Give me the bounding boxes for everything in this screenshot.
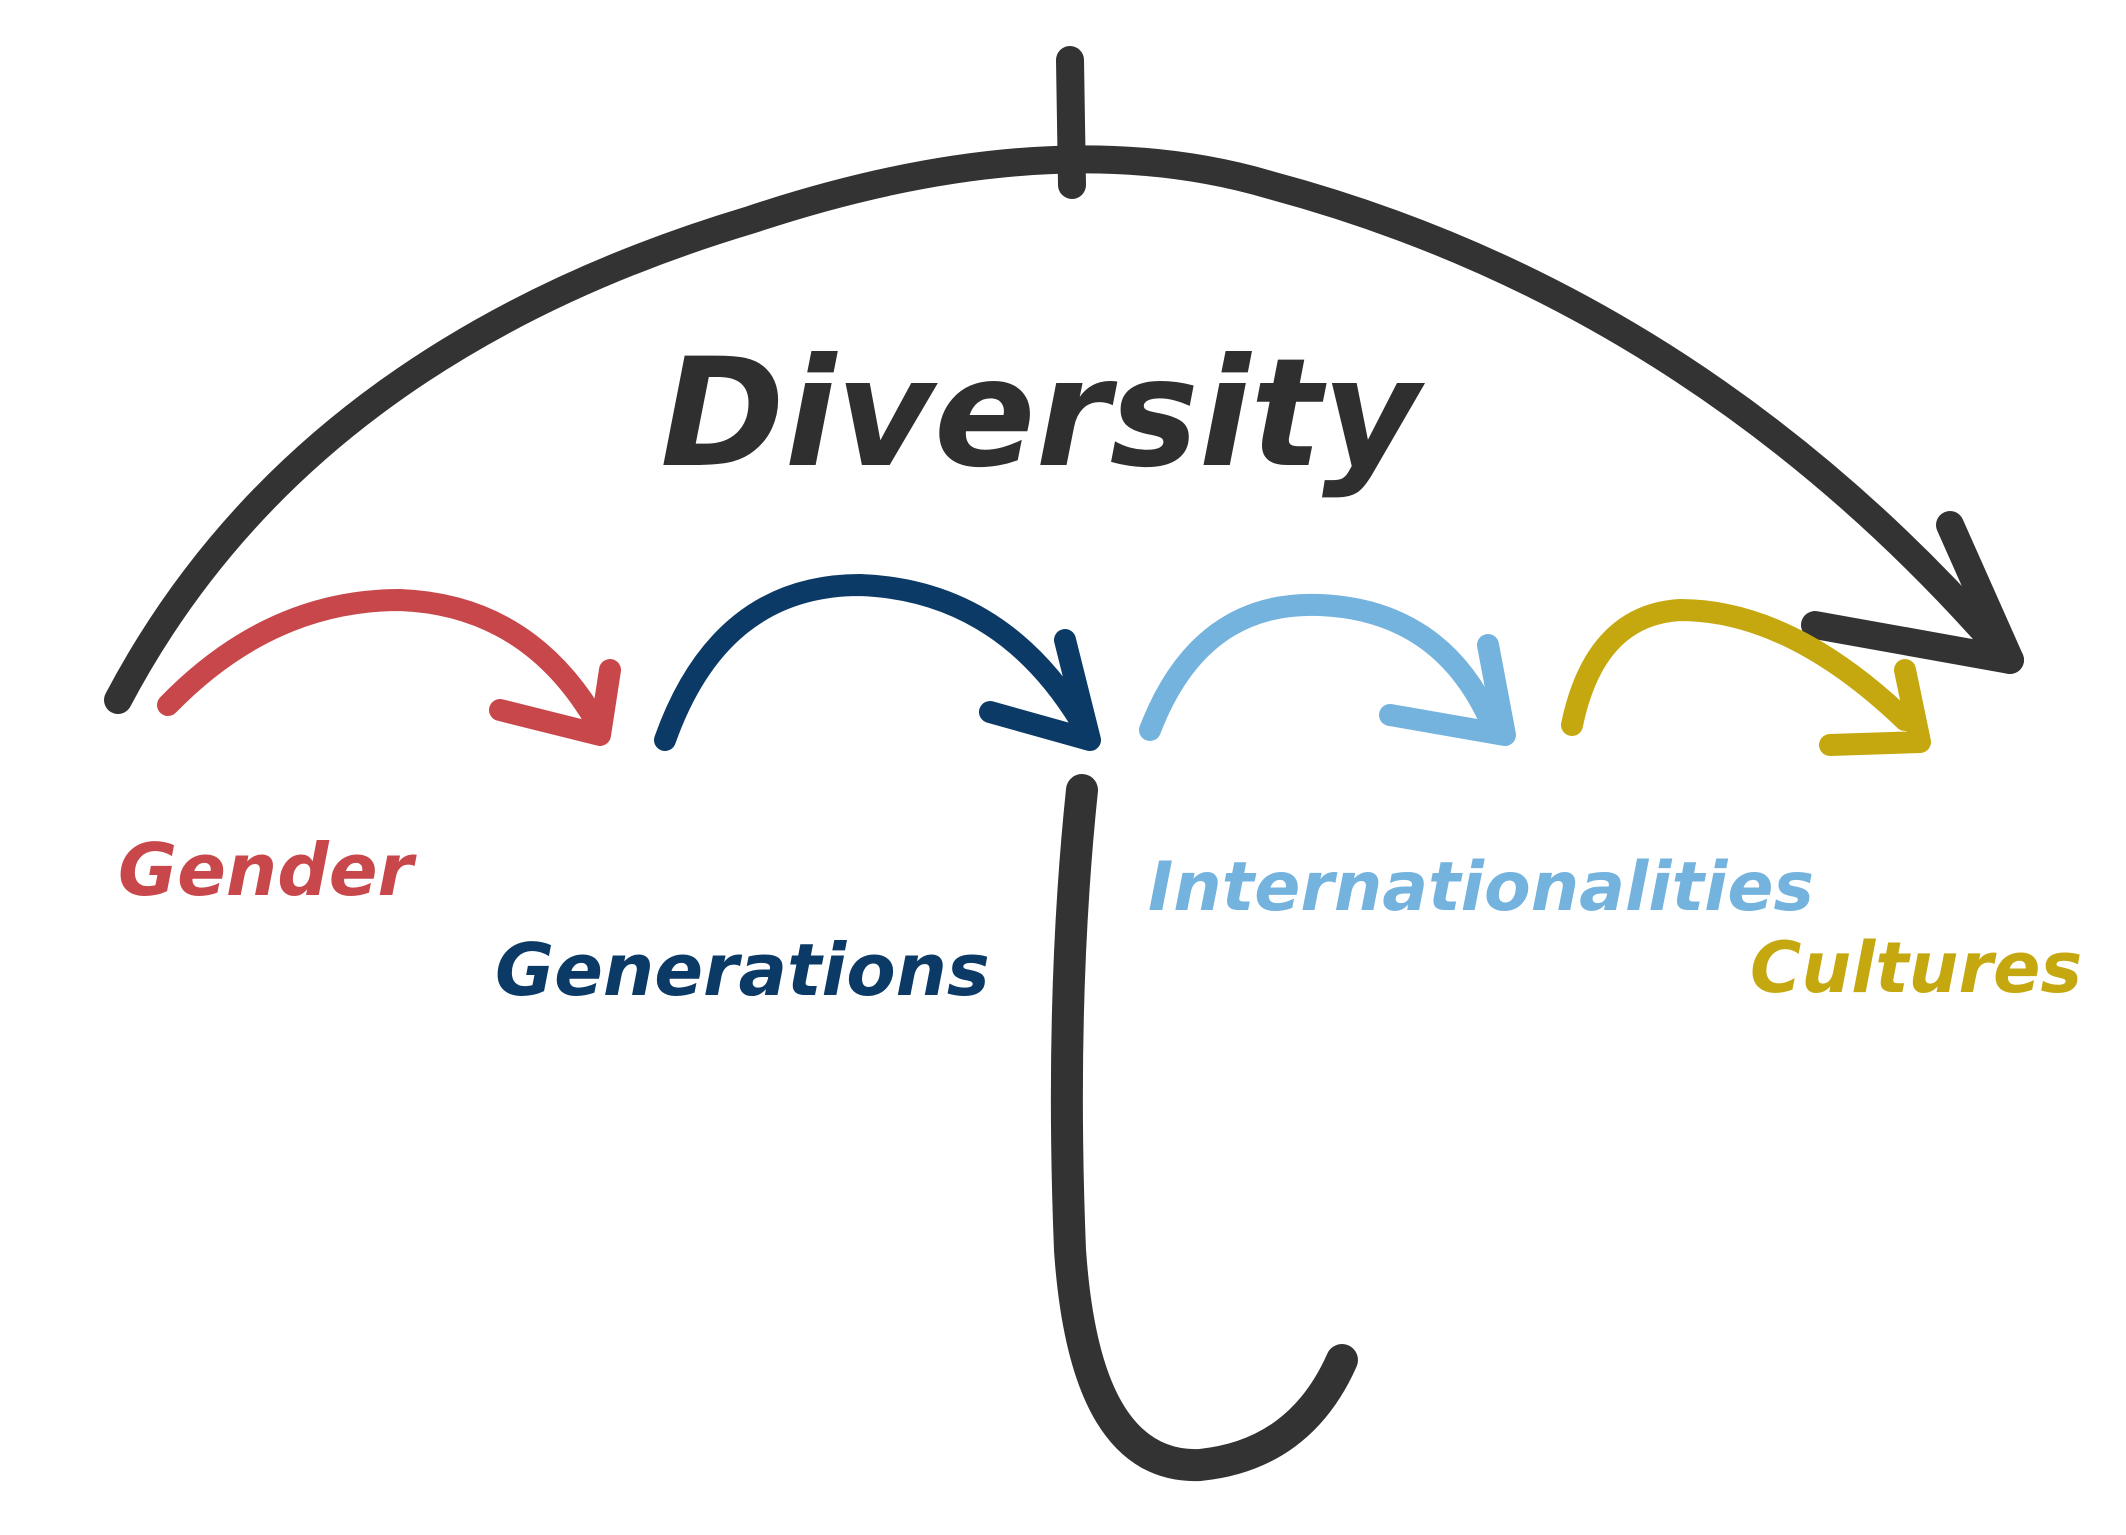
generations-arrowhead [979,629,1101,751]
label-generations: Generations [495,928,990,1012]
umbrella-canopy-arrowhead [1801,511,2024,674]
cultures-arrowhead [1819,659,1931,756]
category-arrow-gender [157,589,621,746]
umbrella-canopy-arc [104,145,2024,714]
label-internationalities: Internationalities [1148,848,1814,927]
label-gender: Gender [118,828,418,912]
internationalities-arrowhead [1379,634,1516,746]
cultures-arrow-arc [1561,599,1916,736]
generations-arrow-arc [654,574,1091,751]
category-arrow-generations [654,574,1101,751]
umbrella-handle [1050,774,1358,1482]
gender-arrow-arc [157,589,609,736]
category-arrow-internationalities [1139,593,1516,746]
diagram-title: Diversity [660,327,1426,501]
gender-arrowhead [489,659,621,746]
internationalities-arrow-arc [1139,593,1501,741]
label-cultures: Cultures [1750,927,2082,1009]
umbrella-tip [1056,46,1086,199]
category-arrow-cultures [1561,599,1931,756]
